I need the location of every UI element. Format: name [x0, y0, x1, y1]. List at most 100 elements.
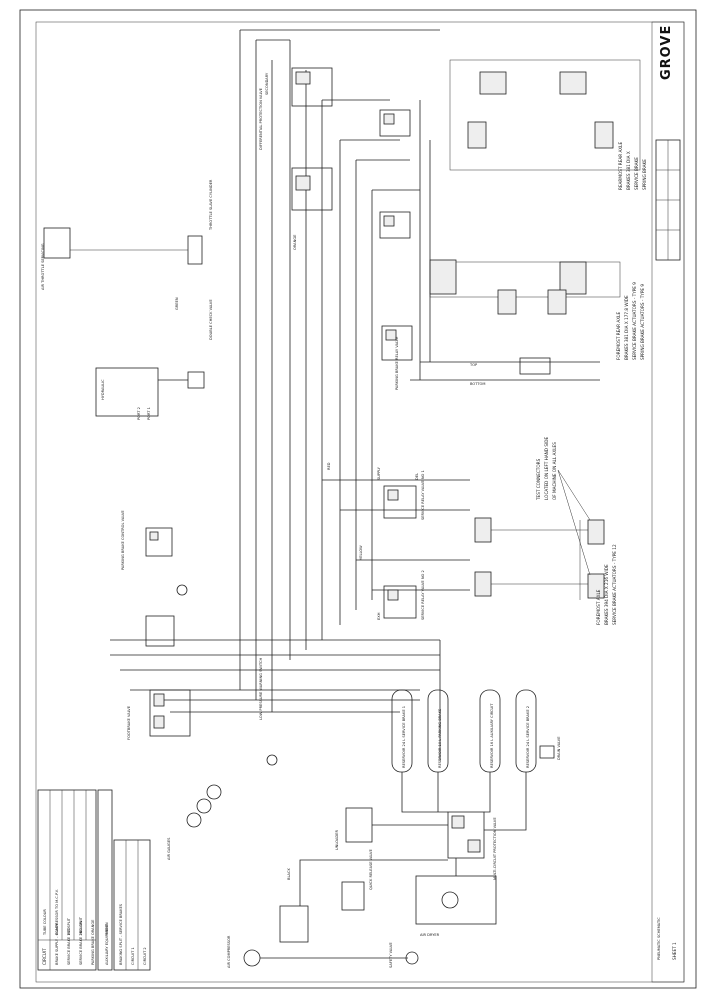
split-circuit-2: CIRCUIT 2	[143, 947, 147, 965]
gauges-label: AIR GAUGES	[167, 837, 171, 860]
service-relay-valve-mid	[379, 211, 411, 239]
governor-valve	[279, 905, 309, 943]
relay-valve-1-label: SERVICE RELAY VALVE NO 1	[421, 470, 425, 520]
drain-valve	[539, 745, 555, 759]
line-label-red: RED	[327, 462, 331, 470]
drawing-note: PNEUMATIC SCHEMATIC	[657, 917, 661, 960]
pressure-switch-label: LOW PRESSURE WARNING SWITCH	[259, 658, 263, 720]
line-label-black: BLACK	[287, 868, 291, 880]
throttle-cylinder-label: THROTTLE SLAVE CYLINDER	[209, 179, 213, 231]
safety-valve-label: SAFETY VALVE	[389, 942, 393, 968]
park-brake-control-valve	[145, 527, 173, 557]
legend-row-3-circuit: SERVICE BRAKE 2ND SPLIT	[79, 916, 83, 965]
reservoir-3-label: RESERVOIR 16 L AUXILIARY CIRCUIT	[490, 703, 494, 768]
foremost-axle-line-1: FOREMOST AXLE	[596, 589, 601, 625]
quick-release-valve	[341, 881, 365, 911]
gauge-3	[186, 812, 202, 828]
parking-brake-relay-valve	[381, 325, 413, 361]
supply-section: MULTI-CIRCUIT PROTECTION VALVE UNLOADER …	[227, 772, 527, 968]
foremost-rear-axle-block: FOREMOST REAR AXLE BRAKES 381 DIA X 177.…	[429, 259, 645, 375]
service-relay-valve-2	[383, 585, 417, 619]
split-circuit-1: CIRCUIT 1	[131, 947, 135, 965]
park-valve-secondary	[145, 615, 175, 647]
line-label-del: DEL	[415, 473, 419, 480]
legend-title: CIRCUIT	[42, 948, 47, 965]
park-relay-label: PARKING BRAKE RELAY VALVE	[395, 336, 399, 390]
park-valve-label: PARKING BRAKE CONTROL VALVE	[121, 510, 125, 570]
foremost-rear-axle-line-1: FOREMOST REAR AXLE	[616, 312, 621, 360]
drain-valve-label: DRAIN VALVE	[557, 736, 561, 760]
double-check-valve	[187, 371, 205, 389]
relay-valve-2-label: SERVICE RELAY VALVE NO 2	[421, 570, 425, 620]
test-connectors-line-1: TEST CONNECTORS	[536, 458, 541, 501]
test-connectors-line-2: LOCATED ON LEFT HAND SIDE	[544, 437, 549, 500]
gauge-2	[196, 798, 212, 814]
rearmost-axle-line-1: REARMOST REAR AXLE	[618, 141, 623, 190]
line-label-orange: ORANGE	[293, 234, 297, 250]
low-pressure-switch-1	[176, 584, 188, 596]
legend-col-header: TUBE COLOUR	[43, 909, 47, 936]
port-2-label: PORT 2	[137, 407, 141, 420]
rearmost-axle-line-4: SPRING BRAKE	[642, 159, 647, 190]
line-label-supply: SUPPLY	[377, 466, 381, 480]
legend-row-4-circuit: PARKING BRAKE	[91, 935, 95, 965]
test-connectors-line-3: OF MACHINE ON ALL AXLES	[552, 442, 557, 500]
legend-row-3-colour: YELLOW	[79, 920, 83, 935]
main-pipework	[110, 29, 600, 760]
throttle-slave-cylinder	[187, 235, 203, 265]
reservoir-2-label: RESERVOIR 10 L PARKING BRAKE	[438, 708, 442, 768]
air-compressor	[243, 949, 261, 967]
line-labels: RED YELLOW ORANGE GREEN BLACK BOTTOM TOP…	[175, 234, 486, 880]
rearmost-axle-block: REARMOST REAR AXLE BRAKES 381 DIA X SERV…	[449, 59, 647, 190]
line-label-yellow: YELLOW	[359, 545, 363, 560]
air-dryer	[415, 875, 497, 925]
driver-controls: PARKING BRAKE CONTROL VALVE FOOTBRAKE VA…	[121, 510, 278, 766]
foremost-rear-axle-line-2: BRAKES 381 DIA X 177.8 WIDE	[624, 295, 629, 360]
unloader-label: UNLOADER	[335, 830, 339, 850]
legend-row-5-colour: GREEN	[105, 922, 109, 935]
double-check-label: DOUBLE CHECK VALVE	[209, 299, 213, 340]
legend-row-2-circuit: SERVICE BRAKE 1ST SPLIT	[67, 917, 71, 965]
multi-circuit-protection-valve	[447, 811, 485, 859]
hydraulic-block: HYDRAULIC PORT 1 PORT 2 DOUBLE CHECK VAL…	[41, 179, 213, 420]
line-label-green: GREEN	[175, 297, 179, 310]
reservoir-1-label: RESERVOIR 24 L SERVICE BRAKE 1	[402, 706, 406, 768]
circuit-legend: CIRCUIT TUBE COLOUR BRAKE SUPPLY - COMPR…	[37, 789, 151, 971]
line-label-top: TOP	[469, 363, 478, 367]
rearmost-axle-line-2: BRAKES 381 DIA X	[626, 151, 631, 190]
line-label-bottom: BOTTOM	[470, 382, 486, 386]
foremost-rear-axle-line-3: SERVICE BRAKE ACTUATORS - TYPE 9	[632, 282, 637, 360]
foremost-axle-line-2: BRAKES 394 DIA X 216 WIDE	[604, 564, 609, 625]
inner-frame	[35, 21, 685, 983]
legend-row-1-circuit: BRAKE SUPPLY - COMPRESSOR TO M.C.P.V.	[55, 889, 59, 965]
secondary-label: SECONDARY	[265, 72, 269, 95]
footbrake-label: FOOTBRAKE VALVE	[127, 705, 131, 740]
service-relay-valve-1	[383, 485, 417, 519]
air-throttle-label: AIR THROTTLE SERVICING	[41, 243, 45, 290]
foremost-axle-block: FOREMOST AXLE BRAKES 394 DIA X 216 WIDE …	[474, 517, 617, 625]
diff-protection-valve-upper	[291, 67, 333, 107]
protection-valve-label: MULTI-CIRCUIT PROTECTION VALVE	[493, 817, 497, 880]
test-connectors-note: TEST CONNECTORS LOCATED ON LEFT HAND SID…	[536, 437, 591, 576]
legend-row-5-circuit: AUXILIARY EQUIPMENT	[105, 923, 109, 965]
hydraulic-label: HYDRAULIC	[101, 379, 105, 400]
air-dryer-label: AIR DRYER	[420, 933, 440, 937]
diff-protection-label: DIFFERENTIAL PROTECTION VALVE	[259, 87, 263, 150]
line-label-exh: EXH	[377, 612, 381, 620]
air-throttle-valve	[43, 227, 71, 259]
air-gauges: AIR GAUGES	[167, 784, 222, 860]
upper-valve-group: DIFFERENTIAL PROTECTION VALVE PARKING BR…	[259, 67, 413, 390]
front-relay-valves: SERVICE RELAY VALVE NO 1 SERVICE RELAY V…	[383, 470, 425, 620]
sheet-number: SHEET 1	[672, 942, 677, 960]
drawing-border	[19, 9, 697, 989]
reservoirs: RESERVOIR 24 L SERVICE BRAKE 1 RESERVOIR…	[391, 689, 561, 773]
footbrake-valve	[149, 689, 191, 737]
compressor-label: AIR COMPRESSOR	[227, 935, 231, 968]
reservoir-4-label: RESERVOIR 24 L SERVICE BRAKE 2	[526, 706, 530, 768]
foremost-rear-axle-line-4: SPRING BRAKE ACTUATORS - TYPE 9	[640, 284, 645, 360]
quick-release-label: QUICK RELEASE VALVE	[369, 849, 373, 890]
legend-row-4-colour: ORANGE	[91, 919, 95, 935]
foremost-axle-line-3: SERVICE BRAKE ACTUATORS - TYPE 12	[612, 544, 617, 625]
diff-protection-valve-lower	[291, 167, 333, 211]
